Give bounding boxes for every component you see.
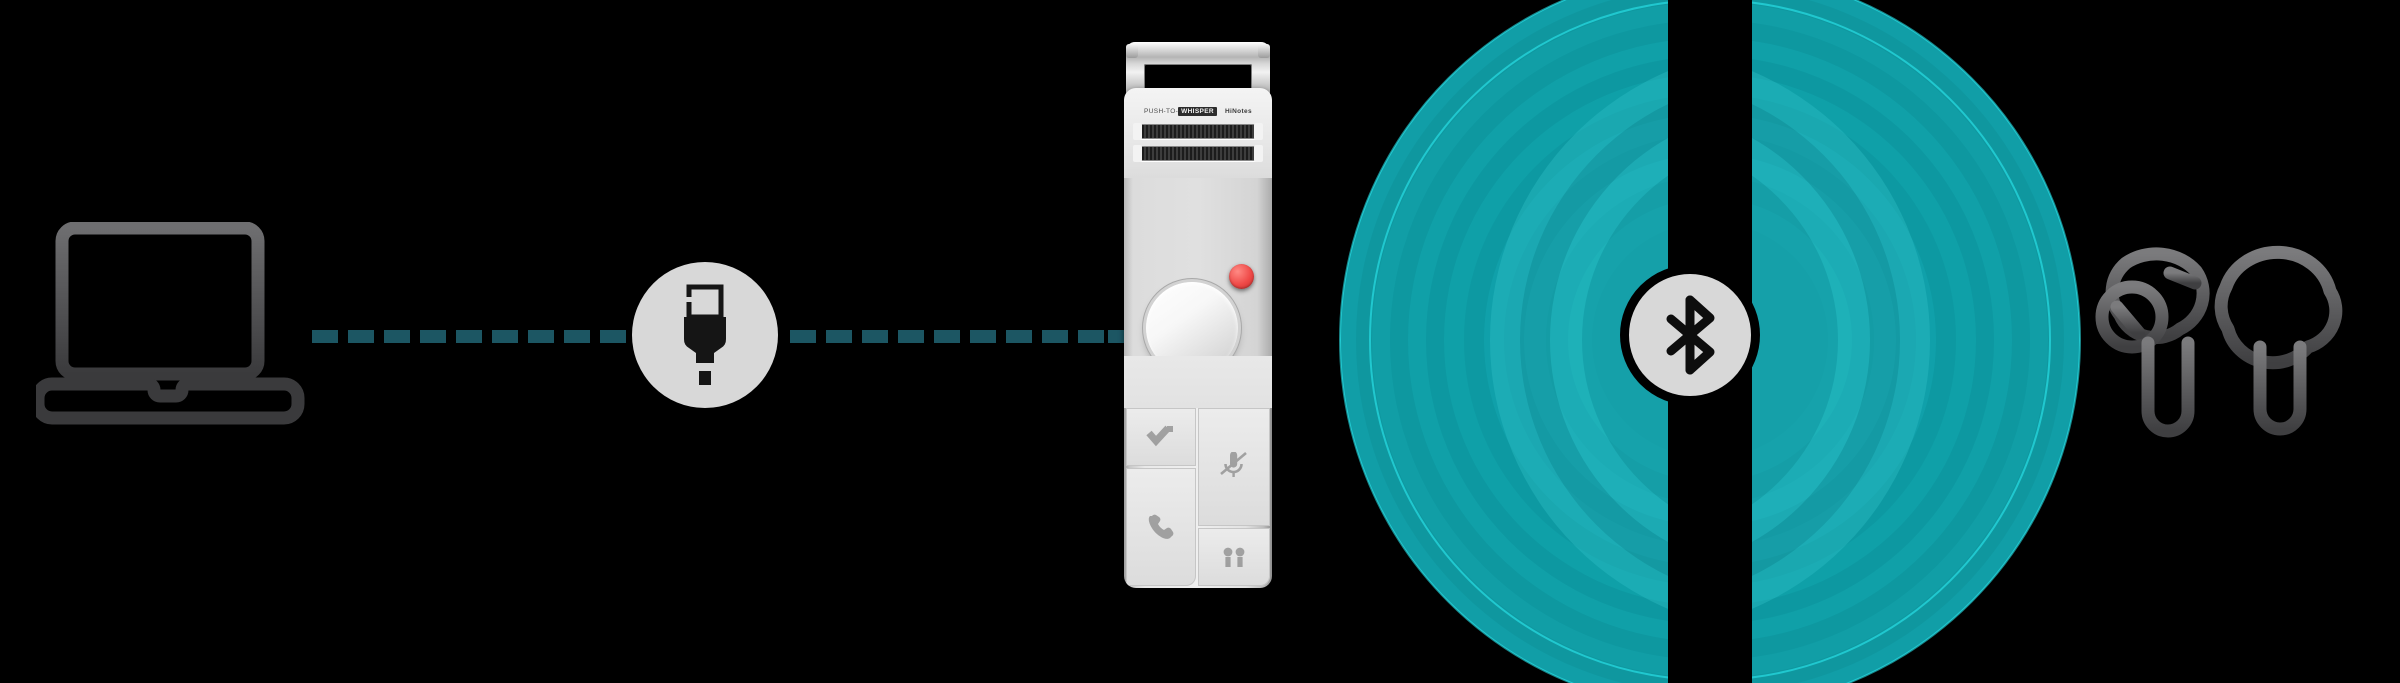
speaker-grille-top	[1133, 123, 1263, 140]
push-to-whisper-device[interactable]: PUSH-TO-WHISPER HiNotes	[1124, 42, 1272, 588]
label-prefix: PUSH-TO-	[1144, 108, 1179, 115]
bluetooth-icon	[1666, 295, 1715, 375]
device-keypad	[1124, 408, 1272, 588]
label-badge: WHISPER	[1178, 107, 1217, 116]
bluetooth-badge-circle	[1620, 265, 1760, 405]
handle-mount-right	[1258, 44, 1270, 58]
device-body: PUSH-TO-WHISPER HiNotes	[1124, 88, 1272, 588]
key-people[interactable]	[1198, 528, 1270, 586]
usb-badge-circle	[632, 262, 778, 408]
device-speaker-panel: PUSH-TO-WHISPER HiNotes	[1124, 88, 1272, 178]
handle-mount-left	[1126, 44, 1138, 58]
key-phone-answer[interactable]	[1126, 408, 1196, 466]
bluetooth-node[interactable]	[1620, 265, 1760, 405]
speaker-grille-bottom	[1133, 145, 1263, 162]
key-microphone-mute[interactable]	[1198, 408, 1270, 526]
device-blank-panel	[1124, 356, 1272, 408]
phone-handset-icon	[1148, 514, 1174, 539]
device-product-label: PUSH-TO-WHISPER HiNotes	[1124, 107, 1272, 116]
label-brand: HiNotes	[1224, 108, 1252, 115]
laptop-node	[31, 221, 326, 452]
key-phone-handset[interactable]	[1126, 468, 1196, 586]
bluetooth-wave-field	[1330, 0, 2090, 683]
usb-cable-icon	[683, 284, 727, 385]
link-laptop-to-usb	[312, 330, 630, 343]
microphone-muted-icon	[1220, 452, 1247, 477]
bluetooth-waves	[1339, 0, 2081, 683]
earbuds-node	[2070, 235, 2380, 440]
phone-answer-icon	[1146, 425, 1173, 447]
earbuds-icon	[2095, 245, 2343, 438]
device-dial-panel	[1124, 178, 1272, 388]
usb-connector-node[interactable]	[632, 262, 778, 408]
record-button[interactable]	[1229, 264, 1254, 289]
link-usb-to-device	[790, 330, 1130, 343]
people-icon	[1223, 547, 1245, 567]
laptop-icon	[31, 221, 305, 425]
